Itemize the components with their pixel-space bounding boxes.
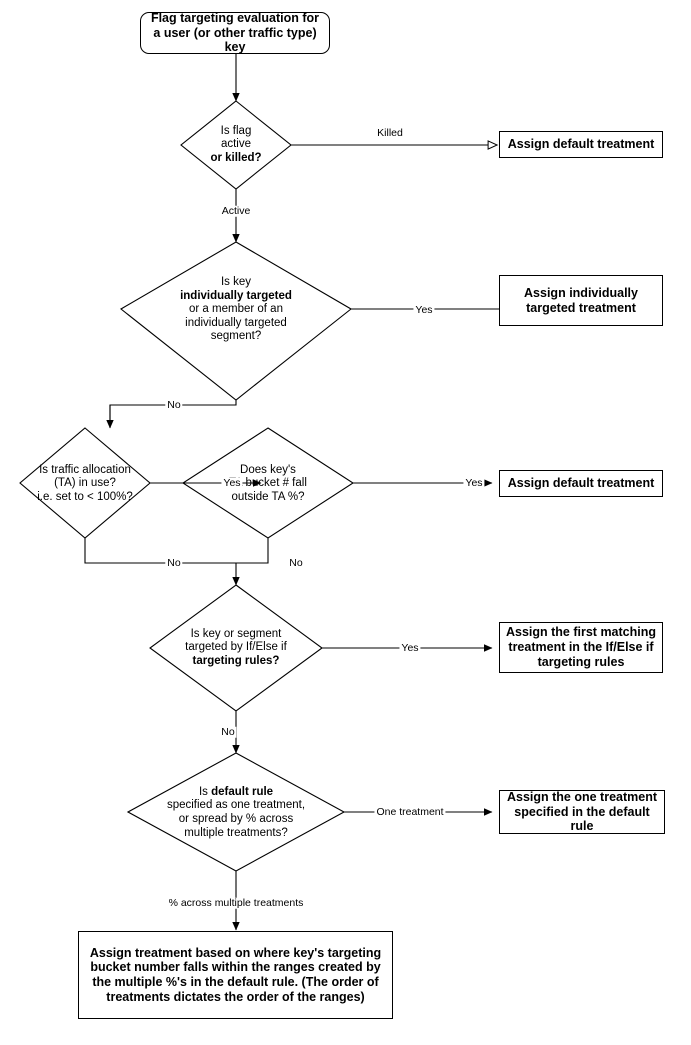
edge-label-percent-across: % across multiple treatments xyxy=(166,896,306,909)
decision-default-line-4: multiple treatments? xyxy=(184,826,288,839)
decision-individually-targeted: Is key individually targeted or a member… xyxy=(136,270,336,350)
decision-default-line-3: or spread by % across xyxy=(178,813,294,825)
edge-ta-no xyxy=(84,538,236,564)
edge-label-active: Active xyxy=(219,204,253,217)
process-range-line-2: targeting bucket number falls within the… xyxy=(90,945,382,975)
edge-label-no-individual: No xyxy=(165,398,183,411)
decision-rules-line-1: Is key or segment xyxy=(190,627,282,640)
start-line-1: Flag targeting evaluation for a xyxy=(150,10,320,40)
decision-ta-line-3: i.e. set to < 100%? xyxy=(37,490,133,503)
process-assign-one-treatment: Assign the one treatment specified in th… xyxy=(499,790,665,834)
decision-individual-line-3: or a member of an xyxy=(189,303,283,316)
decision-rules-line-2: targeted by If/Else if xyxy=(185,641,287,654)
process-assign-treatment-by-bucket-range: Assign treatment based on where key's ta… xyxy=(78,931,393,1019)
process-assign-default-treatment-bucket: Assign default treatment xyxy=(499,470,663,497)
decision-default-line-1b: default rule xyxy=(211,785,274,798)
decision-default-line-2: specified as one treatment, xyxy=(166,799,306,812)
edge-label-no-bucket: No xyxy=(287,556,305,569)
decision-flag-line-1: Is flag xyxy=(220,124,252,137)
process-individual-line-2: individually targeted xyxy=(526,285,638,315)
start-terminator: Flag targeting evaluation for a user (or… xyxy=(140,10,330,55)
edge-bucket-no xyxy=(236,538,269,564)
edge-label-no-ta: No xyxy=(165,556,183,569)
decision-flag-line-2: active xyxy=(220,138,252,151)
decision-default-rule: Is default rule specified as one treatme… xyxy=(136,782,336,844)
edge-label-yes-rules: Yes xyxy=(399,641,421,654)
decision-individual-line-4: individually targeted xyxy=(185,316,287,329)
decision-ta-line-2: (TA) in use? xyxy=(54,477,116,490)
process-killed-label: Assign default treatment xyxy=(507,137,655,152)
decision-bucket-outside-ta: Does key's TA bucket # fall outside TA %… xyxy=(201,458,335,510)
decision-flag-line-3: or killed? xyxy=(210,151,262,164)
decision-bucket-line-3: outside TA %? xyxy=(231,490,305,503)
edge-label-yes-ta: Yes xyxy=(221,476,243,489)
decision-default-line-1a: Is xyxy=(198,785,212,798)
edge-label-no-rules: No xyxy=(219,725,237,738)
decision-individual-line-1: Is key xyxy=(220,276,252,289)
process-assign-default-treatment-killed: Assign default treatment xyxy=(499,131,663,158)
process-rules-line-3: targeting rules xyxy=(537,654,625,669)
process-rules-line-1: Assign the first matching xyxy=(505,625,657,640)
process-range-line-4: order of treatments dictates the order o… xyxy=(106,975,379,1004)
process-individual-line-1: Assign xyxy=(524,285,566,300)
edge-label-killed: Killed xyxy=(375,126,405,139)
process-assign-individually-targeted-treatment: Assign individually targeted treatment xyxy=(499,275,663,326)
process-one-treatment-line-2: specified in the default rule xyxy=(514,804,650,834)
decision-traffic-allocation: Is traffic allocation (TA) in use? i.e. … xyxy=(13,458,157,510)
decision-targeting-rules: Is key or segment targeted by If/Else if… xyxy=(156,622,316,674)
decision-individual-line-2: individually targeted xyxy=(180,289,292,302)
process-individual-line-3: treatment xyxy=(578,300,636,315)
start-line-2: user (or other traffic type) key xyxy=(163,25,317,55)
process-one-treatment-line-1: Assign the one treatment xyxy=(506,789,658,804)
process-rules-line-2: treatment in the If/Else if xyxy=(508,640,654,655)
edge-label-yes-bucket: Yes xyxy=(463,476,485,489)
decision-bucket-line-1: Does key's xyxy=(240,463,296,476)
decision-ta-line-1: Is traffic allocation xyxy=(39,463,131,476)
decision-individual-line-5: segment? xyxy=(210,330,262,343)
process-range-line-1: Assign treatment based on where key's xyxy=(89,945,325,960)
decision-flag-active-or-killed: Is flag active or killed? xyxy=(186,115,286,175)
process-range-line-3: created by the multiple %'s in the defau… xyxy=(92,960,381,989)
decision-default-line-1: Is default rule xyxy=(167,786,305,800)
edge-label-yes-individual: Yes xyxy=(413,303,435,316)
decision-bucket-line-2: TA bucket # fall xyxy=(229,477,307,490)
edge-label-one-treatment: One treatment xyxy=(374,805,446,818)
process-bucket-label: Assign default treatment xyxy=(507,476,655,491)
process-assign-first-matching-treatment: Assign the first matching treatment in t… xyxy=(499,622,663,673)
decision-rules-line-3: targeting rules? xyxy=(192,654,280,667)
